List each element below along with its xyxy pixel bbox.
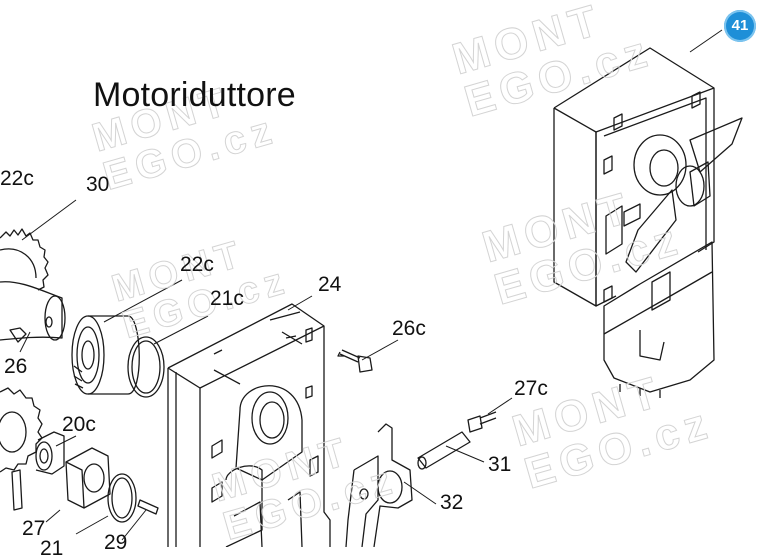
key-27	[11, 469, 23, 511]
callout-26: 26	[4, 355, 28, 378]
callout-26c: 26c	[392, 317, 426, 340]
shaft-31	[417, 431, 471, 470]
bearing-22c	[71, 315, 140, 395]
callout-32: 32	[440, 491, 464, 514]
gear-small	[0, 387, 43, 473]
callout-24: 24	[318, 273, 342, 296]
leader-lines	[19, 29, 723, 541]
part-badge[interactable]: 41	[724, 10, 756, 42]
callout-22c-mid: 22c	[180, 253, 214, 276]
callout-27: 27	[22, 517, 46, 540]
page-title: Motoriduttore	[93, 76, 296, 114]
exploded-parts-drawing	[0, 29, 743, 547]
callout-20c: 20c	[62, 413, 96, 436]
lever-arm-32	[345, 423, 413, 547]
callout-21c: 21c	[210, 287, 244, 310]
callout-30: 30	[86, 173, 110, 196]
motor-assembly-41	[553, 47, 743, 398]
screw-26c	[337, 349, 373, 373]
gearbox-housing-24	[167, 303, 331, 547]
gear-30	[0, 228, 66, 343]
oring-21c	[127, 336, 165, 398]
screw-27c	[467, 411, 497, 433]
callout-27c: 27c	[514, 377, 548, 400]
seal-plate	[65, 447, 111, 509]
callout-31: 31	[488, 453, 512, 476]
bearing-20c	[35, 431, 65, 475]
callout-21: 21	[40, 537, 64, 560]
callout-22c-top: 22c	[0, 167, 34, 190]
callout-29: 29	[104, 531, 128, 554]
